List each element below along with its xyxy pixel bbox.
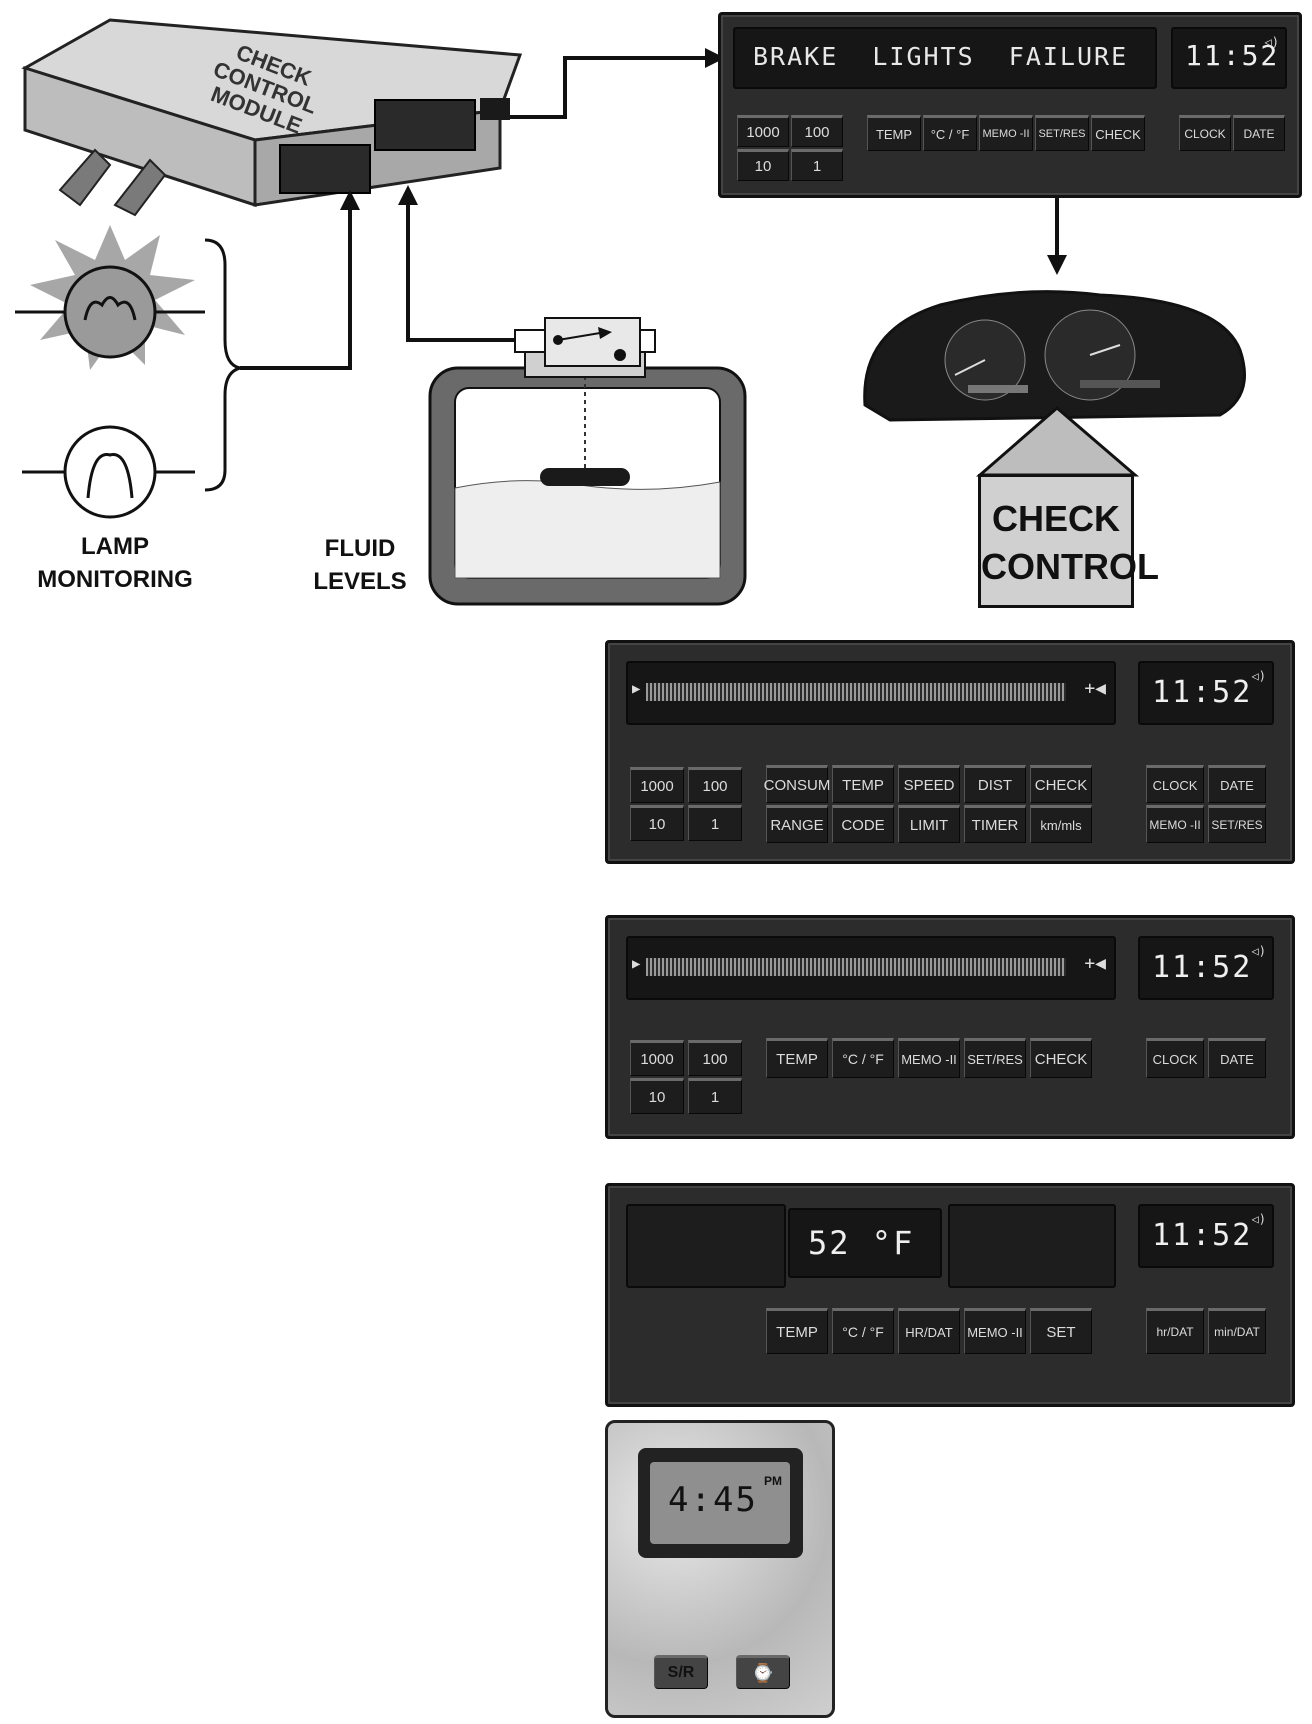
temp-sound-icon: ◁) (1251, 1212, 1266, 1226)
obc-basic-clock-text: 11:52 (1152, 950, 1253, 985)
temp-button-c-f[interactable]: °C / °F (832, 1308, 894, 1354)
temp-button-hr-dat-right[interactable]: hr/DAT (1146, 1308, 1204, 1354)
sound-icon: ◁) (1264, 35, 1279, 49)
button-1000[interactable]: 1000 (737, 115, 789, 147)
display-temp-panel: 52 °F 11:52 ◁) TEMP °C / °F HR/DAT MEMO … (605, 1183, 1295, 1407)
obc-basic-scroll-icon: +◀ (1084, 953, 1106, 974)
temp-button-set[interactable]: SET (1030, 1308, 1092, 1354)
lamp-label-line-1: LAMP (81, 533, 149, 560)
obc-basic-play-arrow-icon: ▶ (632, 956, 641, 972)
button-1[interactable]: 1 (791, 149, 843, 181)
obc-full-clock-display: 11:52 ◁) (1138, 661, 1274, 725)
message-text: BRAKE LIGHTS FAILURE (753, 42, 1129, 71)
button-memo[interactable]: MEMO -II (979, 115, 1033, 151)
obc-full-clock-text: 11:52 (1152, 675, 1253, 710)
temp-button-memo[interactable]: MEMO -II (964, 1308, 1026, 1354)
small-clock-screen-bezel: 4:45 PM (638, 1448, 803, 1558)
small-clock-screen: 4:45 PM (650, 1462, 790, 1544)
obc-basic-button-temp[interactable]: TEMP (766, 1038, 828, 1078)
obc-basic-button-memo[interactable]: MEMO -II (898, 1038, 960, 1078)
obc-button-range[interactable]: RANGE (766, 805, 828, 843)
temp-clock-display: 11:52 ◁) (1138, 1204, 1274, 1268)
obc-full-button-date[interactable]: DATE (1208, 765, 1266, 803)
display-obc-full-panel: ▶ +◀ 11:52 ◁) 1000 100 10 1 CONSUM TEMP … (605, 640, 1295, 864)
obc-basic-button-1[interactable]: 1 (688, 1078, 742, 1114)
obc-basic-button-set-res[interactable]: SET/RES (964, 1038, 1026, 1078)
obc-button-km-mls[interactable]: km/mls (1030, 805, 1092, 843)
obc-basic-button-clock[interactable]: CLOCK (1146, 1038, 1204, 1078)
button-10[interactable]: 10 (737, 149, 789, 181)
temp-text: 52 °F (808, 1224, 915, 1262)
obc-basic-button-100[interactable]: 100 (688, 1040, 742, 1076)
obc-basic-clock-display: 11:52 ◁) (1138, 936, 1274, 1000)
small-clock-ampm: PM (764, 1474, 782, 1488)
button-clock[interactable]: CLOCK (1179, 115, 1231, 151)
obc-basic-dot-matrix-row (646, 958, 1066, 976)
obc-button-limit[interactable]: LIMIT (898, 805, 960, 843)
temp-clock-text: 11:52 (1152, 1218, 1253, 1253)
obc-button-temp[interactable]: TEMP (832, 765, 894, 803)
obc-full-button-1000[interactable]: 1000 (630, 767, 684, 803)
button-date[interactable]: DATE (1233, 115, 1285, 151)
obc-basic-matrix-display: ▶ +◀ (626, 936, 1116, 1000)
check-control-label-line-2: CONTROL (981, 546, 1159, 587)
obc-button-consum[interactable]: CONSUM (764, 765, 830, 803)
obc-full-button-100[interactable]: 100 (688, 767, 742, 803)
clock-display: 11:52 ◁) (1171, 27, 1287, 89)
play-arrow-icon: ▶ (632, 681, 641, 697)
small-clock-button-sr[interactable]: S/R (654, 1655, 708, 1689)
fluid-label-line-1: FLUID (324, 535, 396, 562)
check-control-module-shape (21, 18, 523, 217)
temp-display: 52 °F (788, 1208, 942, 1278)
obc-basic-sound-icon: ◁) (1251, 944, 1266, 958)
temp-blank-right-display (948, 1204, 1116, 1288)
obc-button-code[interactable]: CODE (832, 805, 894, 843)
obc-button-speed[interactable]: SPEED (898, 765, 960, 803)
small-clock-unit: 4:45 PM S/R ⌚ (605, 1420, 835, 1718)
fluid-reservoir-icon (428, 317, 747, 606)
obc-button-check[interactable]: CHECK (1030, 765, 1092, 803)
button-100[interactable]: 100 (791, 115, 843, 147)
temp-blank-left-display (626, 1204, 786, 1288)
instrument-cluster-icon (863, 290, 1246, 477)
obc-full-sound-icon: ◁) (1251, 669, 1266, 683)
clock-text: 11:52 (1185, 39, 1280, 72)
obc-full-button-memo[interactable]: MEMO -II (1146, 805, 1204, 843)
fluid-levels-label: FLUID LEVELS (300, 532, 420, 598)
obc-full-button-set-res[interactable]: SET/RES (1208, 805, 1266, 843)
obc-button-timer[interactable]: TIMER (964, 805, 1026, 843)
button-set-res[interactable]: SET/RES (1035, 115, 1089, 151)
check-control-label-box: CHECK CONTROL (978, 474, 1159, 608)
small-clock-text: 4:45 (668, 1480, 758, 1520)
obc-basic-button-1000[interactable]: 1000 (630, 1040, 684, 1076)
obc-basic-button-10[interactable]: 10 (630, 1078, 684, 1114)
lamp-monitoring-label: LAMP MONITORING (20, 530, 210, 596)
obc-full-button-1[interactable]: 1 (688, 805, 742, 841)
button-c-f[interactable]: °C / °F (923, 115, 977, 151)
temp-button-temp[interactable]: TEMP (766, 1308, 828, 1354)
obc-full-button-10[interactable]: 10 (630, 805, 684, 841)
obc-basic-button-date[interactable]: DATE (1208, 1038, 1266, 1078)
obc-button-dist[interactable]: DIST (964, 765, 1026, 803)
button-check[interactable]: CHECK (1091, 115, 1145, 151)
lamp-label-line-2: MONITORING (37, 566, 193, 593)
obc-full-matrix-display: ▶ +◀ (626, 661, 1116, 725)
button-temp[interactable]: TEMP (867, 115, 921, 151)
obc-full-button-clock[interactable]: CLOCK (1146, 765, 1204, 803)
obc-basic-button-c-f[interactable]: °C / °F (832, 1038, 894, 1078)
obc-basic-button-check[interactable]: CHECK (1030, 1038, 1092, 1078)
dot-matrix-row (646, 683, 1066, 701)
temp-button-hr-dat[interactable]: HR/DAT (898, 1308, 960, 1354)
temp-button-min-dat[interactable]: min/DAT (1208, 1308, 1266, 1354)
lamp-off-icon (22, 425, 195, 519)
fluid-label-line-2: LEVELS (313, 568, 407, 595)
scroll-icon: +◀ (1084, 678, 1106, 699)
check-control-label-line-1: CHECK (991, 498, 1120, 539)
message-display: BRAKE LIGHTS FAILURE (733, 27, 1157, 89)
lamp-glow-icon (15, 225, 205, 370)
display-obc-basic-panel: ▶ +◀ 11:52 ◁) 1000 100 10 1 TEMP °C / °F… (605, 915, 1295, 1139)
small-clock-button-clock-icon[interactable]: ⌚ (736, 1655, 790, 1689)
display-top-panel: BRAKE LIGHTS FAILURE 11:52 ◁) 1000 100 1… (718, 12, 1302, 198)
